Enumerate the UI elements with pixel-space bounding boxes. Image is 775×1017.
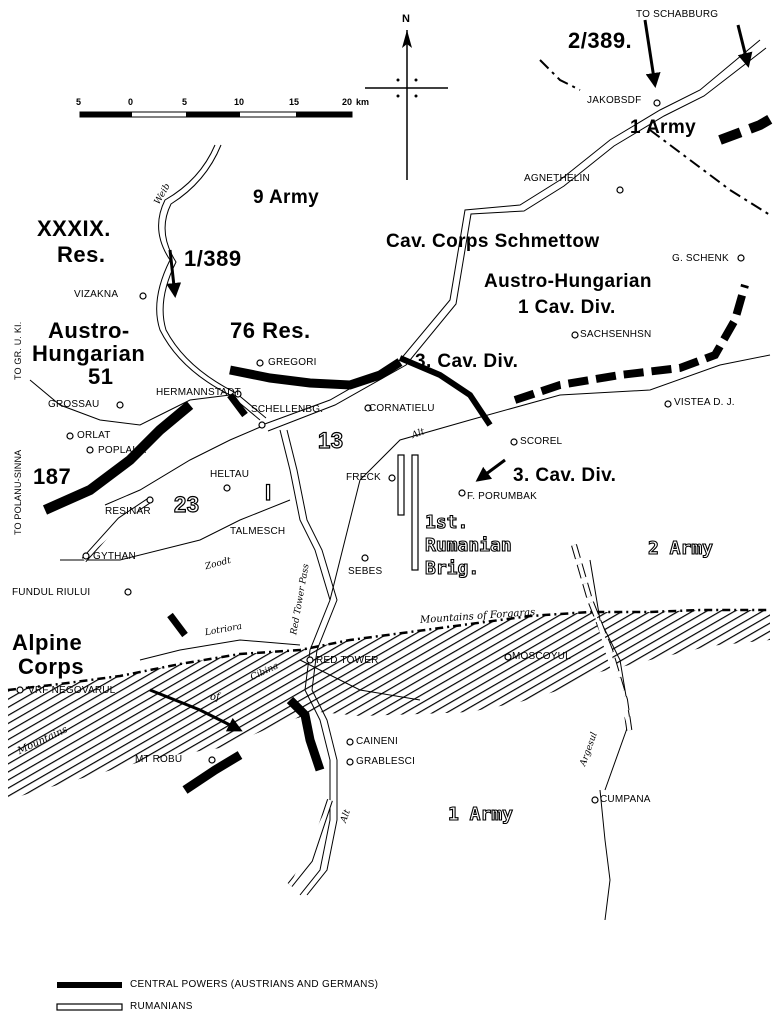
legend-central: CENTRAL POWERS (AUSTRIANS AND GERMANS) [130, 979, 378, 990]
town-label: G. SCHENK [672, 253, 729, 264]
legend-central-label: CENTRAL POWERS (AUSTRIANS AND GERMANS) [130, 979, 379, 990]
town-label: HERMANNSTADT [156, 387, 241, 398]
town-label: GYTHAN [93, 551, 136, 562]
scale-tick: 0 [128, 97, 134, 107]
unit-label: 3. Cav. Div. [513, 465, 617, 486]
unit-label: 76 Res. [230, 318, 311, 343]
town-label: TO SCHABBURG [636, 9, 719, 20]
town-label: F. PORUMBAK [467, 491, 537, 502]
unit-label: 1 Cav. Div. [518, 297, 616, 318]
unit-label: 1 Army [447, 804, 514, 825]
legend-rumanians-label: RUMANIANS [130, 1001, 193, 1012]
town-label: SCOREL [520, 436, 563, 447]
unit-label: 13 [317, 428, 344, 453]
unit-label: 9 Army [253, 187, 320, 208]
legend-swatches [56, 982, 123, 1011]
town-label: AGNETHELIN [524, 173, 590, 184]
town-label: MOSCOYUL [512, 651, 571, 662]
unit-label: 1/389 [184, 246, 242, 271]
unit-label: 187 [33, 464, 72, 489]
scale-tick: 15 [289, 97, 300, 107]
town-label: ORLAT [77, 430, 111, 441]
legend-rumanians: RUMANIANS [130, 1001, 193, 1012]
town-label: RESINAR [105, 506, 151, 517]
town-label: FUNDUL RIULUI [12, 587, 91, 598]
edge-label: TO GR. U. KI. [13, 321, 23, 380]
unit-label: Alpine [12, 630, 83, 655]
town-label: TALMESCH [230, 526, 286, 537]
unit-label: 23 [173, 492, 200, 517]
edge-label: TO POLANU-SINNA [13, 449, 23, 535]
scale-tick: 5 [182, 97, 188, 107]
unit-label: I [264, 480, 272, 505]
town-label: GROSSAU [48, 399, 100, 410]
town-label: SACHSENHSN [580, 329, 652, 340]
scale-tick: 20 [342, 97, 353, 107]
town-label: MT ROBU [135, 754, 183, 765]
unit-label: 3. Cav. Div. [415, 351, 519, 372]
town-label: CAINENI [356, 736, 398, 747]
town-label: VISTEA D. J. [674, 397, 735, 408]
mountain-label: of [210, 692, 220, 703]
mountain-range [7, 608, 770, 800]
town-label: CUMPANA [600, 794, 651, 805]
town-label: POPLAKA [98, 445, 147, 456]
town-label: VRF NEGOVARUL [28, 685, 116, 696]
unit-label: Res. [57, 242, 106, 267]
town-label: GRABLESCI [356, 756, 416, 767]
town-label: GREGORI [268, 357, 317, 368]
town-label: VIZAKNA [74, 289, 119, 300]
movement-arrows [149, 19, 753, 732]
scale-tick: 10 [234, 97, 245, 107]
unit-label: 1 Army [630, 117, 697, 138]
town-label: SEBES [348, 566, 383, 577]
town-markers [16, 99, 745, 804]
unit-label: Cav. Corps Schmettow [386, 231, 600, 252]
unit-label: Austro-Hungarian [484, 271, 652, 292]
scale-tick: 5 [76, 97, 82, 107]
unit-label: Hungarian [32, 341, 146, 366]
town-label: CORNATIELU [369, 403, 435, 414]
unit-label: 2 Army [647, 538, 714, 559]
unit-label: Brig. [424, 558, 480, 579]
unit-label: Corps [18, 654, 85, 679]
rumanian-lines [81, 454, 633, 887]
town-label: SCHELLENBG. [251, 404, 324, 415]
unit-label: Austro- [48, 318, 130, 343]
unit-label: 2/389. [568, 28, 633, 53]
unit-label: 1st. [424, 512, 469, 533]
town-label: RED TOWER [316, 655, 379, 666]
unit-label: 51 [88, 364, 114, 389]
compass-rose [365, 30, 448, 180]
compass-north-label: N [402, 13, 410, 25]
town-label: JAKOBSDF [587, 95, 642, 106]
unit-label: XXXIX. [37, 216, 111, 241]
unit-label: Rumanian [424, 535, 512, 556]
scale-bar [79, 111, 353, 118]
central-powers-lines [42, 59, 775, 794]
scale-unit: km [356, 97, 370, 107]
town-label: FRECK [346, 472, 381, 483]
town-label: HELTAU [210, 469, 250, 480]
